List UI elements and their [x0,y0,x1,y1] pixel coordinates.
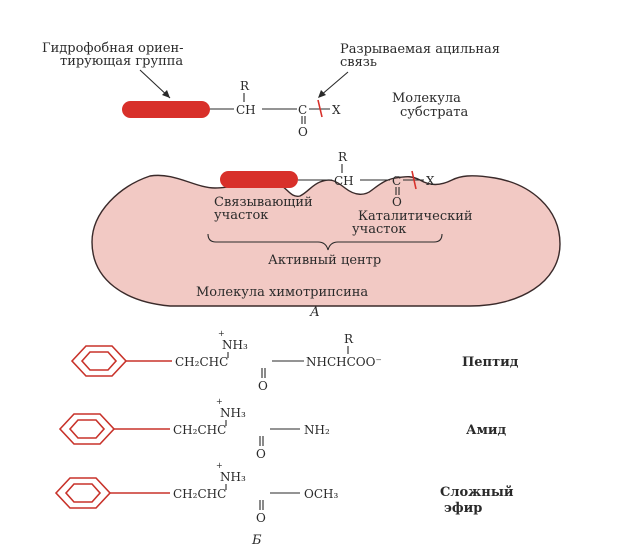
binding-site-line1: Связывающий [214,195,313,210]
catalytic-site-line1: Каталитический [358,209,473,224]
substrate-label-line2: субстрата [400,105,468,120]
catalytic-site-line2: участок [352,222,406,237]
ester-tail: OCH₃ [304,487,338,501]
cleavage-mark [317,99,323,118]
benzene-ring-icon [58,413,116,445]
binding-site-line2: участок [214,208,268,223]
panel-b-letter: Б [251,533,262,548]
peptide-tail: NHCHCOO⁻ [306,355,382,369]
bound-cleavage-mark [411,170,417,190]
ch2chc-group: CH₂CHC [173,487,226,501]
substrate-o: O [298,125,308,139]
carbonyl-o: O [258,379,268,393]
benzene-ring-icon [70,345,128,377]
bound-substrate: R CH C X O [220,150,435,209]
hydrophobic-arrowhead [162,90,170,98]
compound-name-amide: Амид [466,423,507,438]
carbonyl-o: O [256,447,266,461]
substrate-ch: CH [236,103,256,117]
hydrophobic-group-bar [122,101,210,118]
compound-row-peptide: + NH₃ CH₂CHC O R NHCHCOO⁻ Пептид [70,329,519,393]
substrate-label-line1: Молекула [392,91,461,106]
enzyme-body [91,174,561,307]
plus-sign: + [216,461,223,470]
bond-label-line2: связь [340,55,377,70]
benzene-ring-icon [54,477,112,509]
ch2chc-group: CH₂CHC [175,355,228,369]
compound-row-amide: + NH₃ CH₂CHC O NH₂ Амид [58,397,507,461]
compound-name-ester-line2: эфир [444,501,482,516]
substrate-c: C [298,103,307,117]
bond-arrowhead [318,90,326,98]
side-chain-r: R [344,332,354,346]
hydrophobic-label-line2: тирующая группа [60,54,183,69]
panel-b: + NH₃ CH₂CHC O R NHCHCOO⁻ Пептид + NH₃ C… [54,329,519,548]
bound-x: X [426,174,435,188]
substrate-molecule: R CH C X O Молекула субстрата [122,79,468,139]
substrate-x: X [332,103,341,117]
nh3-group: NH₃ [220,470,246,484]
ch2chc-group: CH₂CHC [173,423,226,437]
hydrophobic-label-line1: Гидрофобная ориен- [42,41,184,56]
plus-sign: + [216,397,223,406]
panel-a: Гидрофобная ориен- тирующая группа Разры… [42,41,561,320]
substrate-r: R [240,79,250,93]
plus-sign: + [218,329,225,338]
bound-hydrophobic-bar [220,171,298,188]
bound-o: O [392,195,402,209]
bond-label-line1: Разрываемая ацильная [340,42,500,57]
compound-row-ester: + NH₃ CH₂CHC O OCH₃ Сложный эфир [54,461,514,525]
compound-name-ester-line1: Сложный [440,485,514,500]
compound-name-peptide: Пептид [462,355,519,370]
enzyme-label: Молекула химотрипсина [196,285,368,300]
nh3-group: NH₃ [222,338,248,352]
carbonyl-o: O [256,511,266,525]
bound-r: R [338,150,348,164]
panel-a-letter: А [309,305,320,320]
nh3-group: NH₃ [220,406,246,420]
bond-pointer-arrow [319,71,349,97]
active-center-brace [207,233,443,251]
bound-c: C [392,174,401,188]
amide-tail: NH₂ [304,423,330,437]
active-center-label: Активный центр [268,253,381,268]
bound-ch: CH [334,174,354,188]
